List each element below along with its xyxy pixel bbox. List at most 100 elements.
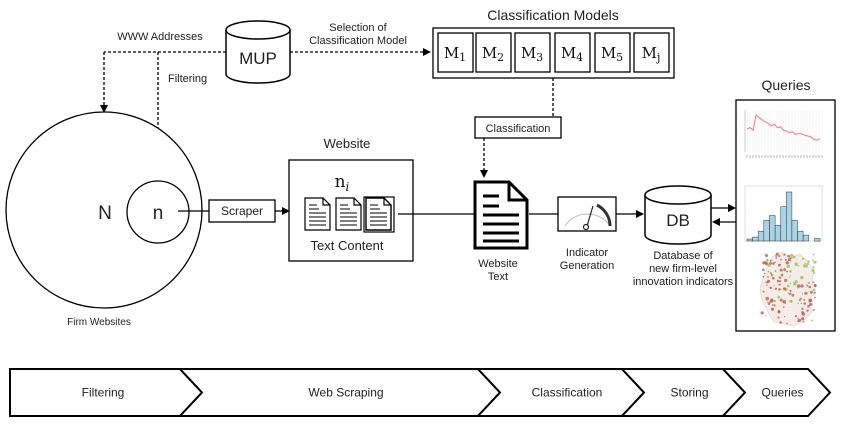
process-step-label: Web Scraping xyxy=(308,386,383,400)
map-dot xyxy=(787,254,791,258)
process-step-filtering: Filtering xyxy=(9,368,204,417)
queries-panel: Queries xyxy=(735,77,836,332)
map-dot xyxy=(764,253,769,258)
histogram-bar xyxy=(746,238,753,242)
map-dot xyxy=(813,272,816,275)
model-box-1: M1 xyxy=(437,32,474,73)
map-dot xyxy=(796,284,801,288)
map-dot xyxy=(769,259,772,262)
map-dot xyxy=(792,255,796,259)
map-dot xyxy=(812,253,815,256)
firm-websites: N n Firm Websites xyxy=(5,111,203,328)
selection-label-line2: Classification Model xyxy=(309,35,407,47)
map-dot xyxy=(771,303,775,307)
classification-box: Classification xyxy=(474,116,562,139)
population-n-label: N xyxy=(98,203,112,224)
map-dot xyxy=(814,260,817,264)
map-dot xyxy=(788,292,792,296)
map-dot xyxy=(779,298,783,302)
map-dot xyxy=(772,262,775,265)
map-dot xyxy=(808,299,812,303)
map-dot xyxy=(771,274,773,276)
mini-line-chart xyxy=(744,110,823,158)
map-dot xyxy=(813,309,816,311)
map-dot xyxy=(778,283,781,286)
map-dot xyxy=(789,282,792,285)
map-dot xyxy=(797,265,800,267)
scraper-box: Scraper xyxy=(208,199,276,223)
histogram-bar xyxy=(774,225,781,242)
model-label: M2 xyxy=(482,44,504,64)
map-dot xyxy=(789,289,792,292)
process-step-label: Storing xyxy=(670,386,708,400)
map-dot xyxy=(777,295,781,299)
map-dot xyxy=(812,281,815,284)
map-dot xyxy=(766,259,769,262)
queries-title: Queries xyxy=(761,77,810,93)
website-text-label-line1: Website xyxy=(478,258,518,270)
map-dot xyxy=(767,302,771,305)
map-dot xyxy=(797,318,802,323)
gauge-icon xyxy=(564,203,612,231)
map-dot xyxy=(778,263,781,267)
map-dot xyxy=(773,299,776,303)
map-dot xyxy=(769,299,774,303)
map-dot xyxy=(779,268,783,272)
scraper-label: Scraper xyxy=(221,204,263,218)
map-dot xyxy=(786,270,788,273)
model-label: M1 xyxy=(444,44,466,64)
model-label: M5 xyxy=(601,44,623,64)
histogram-bar xyxy=(814,238,821,242)
classification-models-title: Classification Models xyxy=(487,7,619,23)
map-dot xyxy=(803,264,807,268)
map-dot xyxy=(784,302,786,304)
histogram-bar xyxy=(797,230,804,242)
map-dot xyxy=(800,275,804,280)
map-dot xyxy=(806,309,809,312)
map-dot xyxy=(803,302,806,305)
map-dot xyxy=(794,280,798,284)
map-dot xyxy=(764,272,766,275)
map-dot xyxy=(790,253,794,257)
map-dot xyxy=(801,307,804,310)
map-dot xyxy=(782,301,785,303)
map-dot xyxy=(807,260,810,263)
indicator-label-line2: Generation xyxy=(560,260,614,272)
map-dot xyxy=(769,286,772,289)
map-dot xyxy=(783,268,786,272)
map-dot xyxy=(792,284,795,286)
map-dot xyxy=(778,276,782,279)
map-dot xyxy=(784,259,787,261)
map-dot xyxy=(805,265,808,268)
model-box-4: M4 xyxy=(554,32,591,73)
map-dot xyxy=(811,269,815,273)
map-dot xyxy=(794,283,797,286)
map-dot xyxy=(803,298,806,302)
map-dot xyxy=(801,257,805,260)
map-dot xyxy=(773,284,775,287)
process-step-web-scraping: Web Scraping xyxy=(177,368,502,417)
map-dot xyxy=(782,287,786,291)
mini-histogram xyxy=(744,185,823,242)
model-box-5: M5 xyxy=(594,32,631,73)
website-title: Website xyxy=(324,136,371,151)
map-dot xyxy=(808,285,811,289)
map-dot xyxy=(768,264,771,267)
map-dot xyxy=(762,268,765,272)
histogram-bar xyxy=(802,234,810,242)
map-dot xyxy=(807,305,810,308)
map-dot xyxy=(772,276,775,280)
db-caption-line3: innovation indicators xyxy=(633,276,734,288)
map-dot xyxy=(789,299,793,303)
histogram-bar xyxy=(786,191,793,242)
process-step-label: Classification xyxy=(532,386,603,400)
map-dot xyxy=(762,275,765,278)
document-icon-selected xyxy=(363,196,395,233)
model-label: M4 xyxy=(561,44,583,64)
line-chart-series xyxy=(746,113,821,141)
map-dot xyxy=(778,288,781,291)
map-dot xyxy=(808,299,810,301)
website-box: Website ni Text Content xyxy=(288,136,414,262)
process-step-queries: Queries xyxy=(720,368,832,417)
